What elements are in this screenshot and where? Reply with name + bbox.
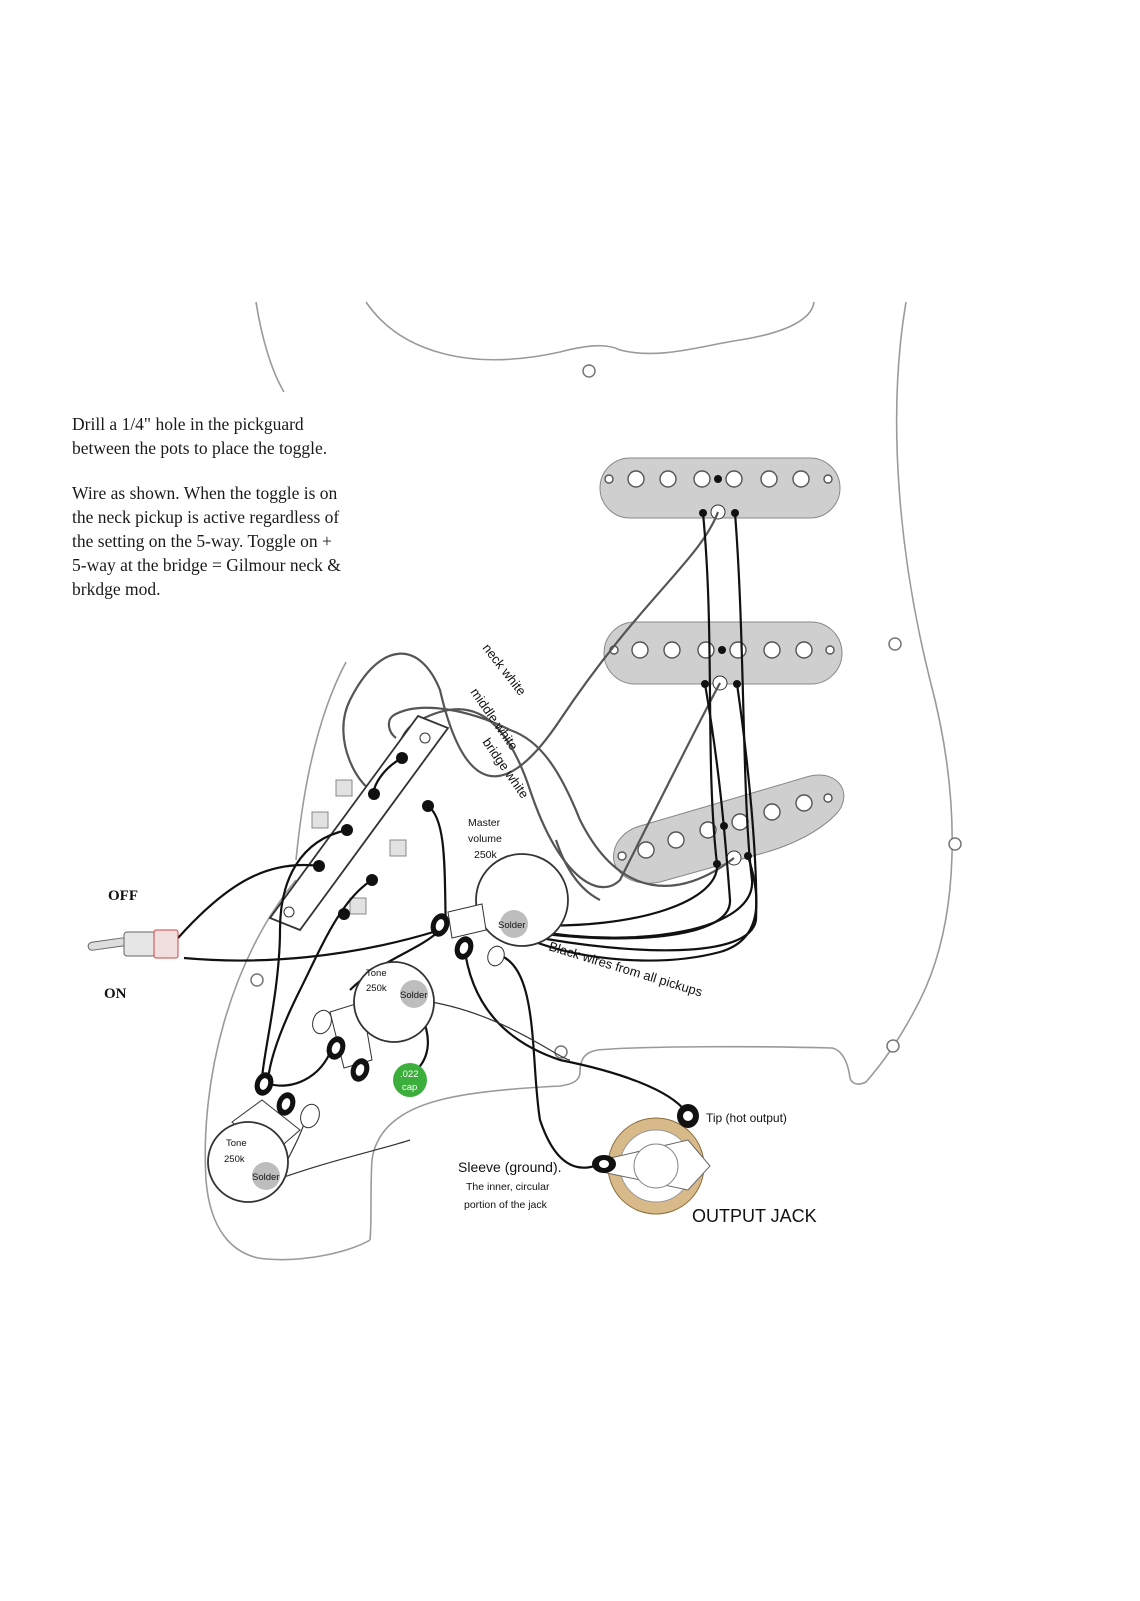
master-label-1: Master bbox=[468, 817, 501, 829]
instruction-drill: Drill a 1/4" hole in the pickguard betwe… bbox=[72, 412, 402, 460]
neck-white-label: neck white bbox=[480, 641, 530, 699]
master-volume-pot: Solder bbox=[430, 853, 569, 967]
black-wires bbox=[177, 512, 758, 1169]
black-wires-label: Black wires from all pickups bbox=[547, 939, 705, 1000]
jack-sleeve-desc-1: The inner, circular bbox=[466, 1181, 550, 1193]
tone-upper-solder-label: Solder bbox=[400, 990, 427, 1001]
five-way-switch bbox=[268, 714, 450, 932]
instruction-line: Drill a 1/4" hole in the pickguard bbox=[72, 414, 304, 434]
toggle-switch bbox=[87, 929, 179, 959]
tone-lower-label-2: 250k bbox=[224, 1154, 245, 1165]
output-jack-title: OUTPUT JACK bbox=[692, 1206, 817, 1226]
pickguard-screw-holes bbox=[250, 364, 962, 1059]
toggle-on-label: ON bbox=[104, 986, 127, 1002]
tone-upper-pot: Solder Tone 250k bbox=[312, 961, 435, 1082]
cap-label-1: .022 bbox=[400, 1069, 419, 1080]
bridge-pickup bbox=[613, 774, 845, 884]
neck-pickup bbox=[599, 457, 841, 520]
tone-lower-solder-label: Solder bbox=[252, 1172, 279, 1183]
instruction-line: the setting on the 5-way. Toggle on + bbox=[72, 531, 332, 551]
tone-upper-label-1: Tone bbox=[366, 968, 387, 979]
instruction-line: the neck pickup is active regardless of bbox=[72, 507, 340, 527]
jack-sleeve-label: Sleeve (ground). bbox=[458, 1159, 562, 1175]
instruction-line: Wire as shown. When the toggle is on bbox=[72, 483, 338, 503]
tone-lower-pot: Solder Tone 250k bbox=[207, 1072, 320, 1203]
instruction-line: between the pots to place the toggle. bbox=[72, 438, 328, 458]
jack-tip-label: Tip (hot output) bbox=[706, 1111, 787, 1125]
tone-upper-label-2: 250k bbox=[366, 983, 387, 994]
jack-sleeve-desc-2: portion of the jack bbox=[464, 1199, 548, 1211]
instruction-wiring: Wire as shown. When the toggle is on the… bbox=[72, 481, 402, 601]
tone-lower-label-1: Tone bbox=[226, 1138, 247, 1149]
output-jack bbox=[592, 1104, 711, 1215]
instruction-line: 5-way at the bridge = Gilmour neck & bbox=[72, 555, 341, 575]
master-solder-label: Solder bbox=[498, 920, 525, 931]
instruction-line: brkdge mod. bbox=[72, 579, 161, 599]
master-label-2: volume bbox=[468, 833, 502, 845]
middle-pickup bbox=[603, 621, 843, 691]
pickguard-outline bbox=[204, 301, 953, 1261]
cap-label-2: cap bbox=[402, 1082, 417, 1093]
master-label-3: 250k bbox=[474, 849, 498, 861]
toggle-off-label: OFF bbox=[108, 888, 138, 904]
capacitor: .022 cap bbox=[393, 1063, 427, 1097]
